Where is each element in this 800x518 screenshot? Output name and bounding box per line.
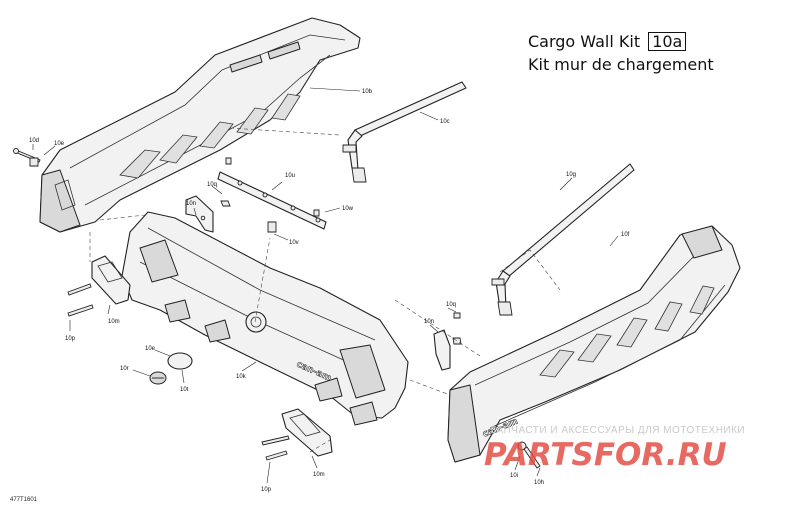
callout-10q-top: 10q xyxy=(207,182,217,188)
callout-10c: 10c xyxy=(440,119,450,125)
watermark-text: ЗАПЧАСТИ И АКСЕССУАРЫ ДЛЯ МОТОТЕХНИКИ xyxy=(490,425,746,436)
bracket-strip-10u xyxy=(217,171,327,230)
hardware-10i-10h xyxy=(517,441,541,469)
cargo-wall-panel-10f: can-am xyxy=(447,225,741,463)
callout-10v: 10v xyxy=(289,240,299,246)
callout-10i: 10i xyxy=(510,473,518,479)
callout-10n-right: 10n xyxy=(424,319,434,325)
hinge-bracket-left-10m xyxy=(67,255,131,317)
callout-10m-bottom: 10m xyxy=(313,472,325,478)
support-rod-10g xyxy=(491,163,635,316)
leader-lines xyxy=(32,87,619,484)
callout-10d: 10d xyxy=(29,138,39,144)
callout-10p-bottom: 10p xyxy=(261,487,272,493)
hinge-bracket-bottom-10m xyxy=(261,408,333,461)
callout-10q-right: 10q xyxy=(446,302,456,308)
callout-10t: 10t xyxy=(180,387,189,393)
watermark-logo: PARTSFOR.RU xyxy=(484,437,727,473)
diagram-reference-code: 477T1601 xyxy=(10,497,38,503)
cap-assembly-10e-10r-10t xyxy=(149,352,193,385)
callout-10b: 10b xyxy=(362,89,373,95)
callout-10m-left: 10m xyxy=(108,319,120,325)
watermark: ЗАПЧАСТИ И АКСЕССУАРЫ ДЛЯ МОТОТЕХНИКИ PA… xyxy=(484,423,794,473)
callout-labels: 10b 10c 10d 10e 10u 10q 10n 10w 10v 10g … xyxy=(29,89,630,493)
support-rod-10c xyxy=(342,81,467,183)
callout-10w: 10w xyxy=(342,206,354,212)
callout-10g: 10g xyxy=(566,172,576,178)
callout-10h: 10h xyxy=(534,480,544,486)
callout-10p-left: 10p xyxy=(65,336,76,342)
rear-wall-10k: can-am xyxy=(121,211,409,426)
bracket-10s xyxy=(185,195,214,233)
reference-lines xyxy=(89,127,561,453)
cargo-wall-panel-10b xyxy=(39,17,361,233)
callout-10u: 10u xyxy=(285,173,295,179)
kit-code-box: 10a xyxy=(648,32,687,51)
kit-title-block: Cargo Wall Kit 10a Kit mur de chargement xyxy=(528,30,714,76)
callout-10r: 10r xyxy=(120,366,129,372)
callout-10n-top: 10n xyxy=(186,201,196,207)
bracket-right-10n xyxy=(433,329,451,371)
callout-10f: 10f xyxy=(621,232,630,238)
callout-10k: 10k xyxy=(236,374,247,380)
kit-title-en: Cargo Wall Kit xyxy=(528,32,641,51)
hardware-top-middle xyxy=(13,148,462,345)
kit-title-fr: Kit mur de chargement xyxy=(528,55,714,74)
callout-10e: 10e xyxy=(54,141,65,147)
callout-10e-mid: 10e xyxy=(145,346,156,352)
